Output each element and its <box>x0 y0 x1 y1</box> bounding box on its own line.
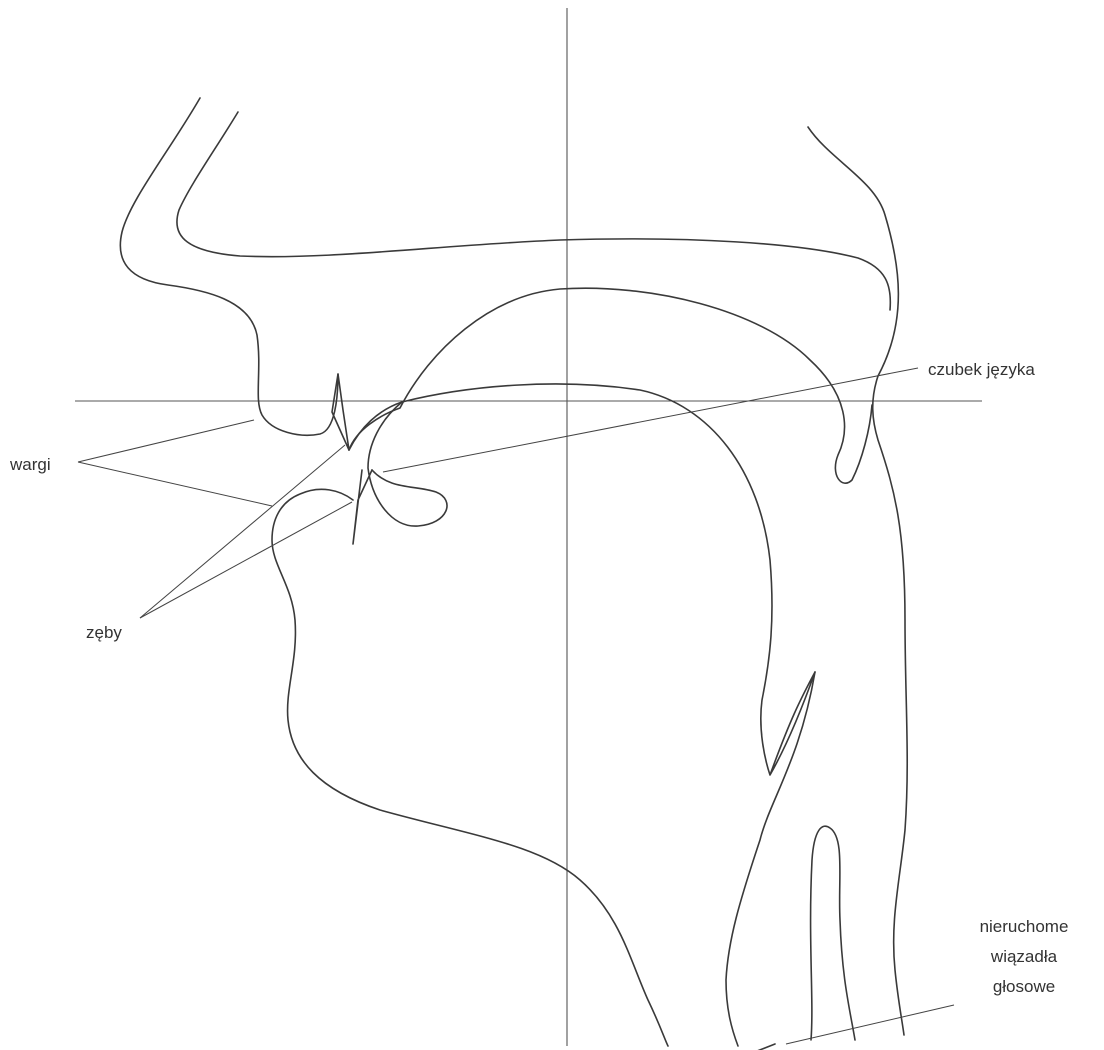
posterior-pharyngeal-wall <box>808 127 907 1035</box>
lips-leader-lower <box>78 462 272 506</box>
vocal-fold-mark <box>752 1044 775 1050</box>
nasal-passage-outline <box>177 112 890 310</box>
larynx-front-wall <box>726 672 815 1046</box>
lips-label: wargi <box>9 455 51 474</box>
tongue-tip-label: czubek języka <box>928 360 1035 379</box>
lower-teeth <box>353 470 372 544</box>
teeth-leader-lower <box>140 502 352 618</box>
lower-lip-chin-outline <box>272 489 668 1046</box>
teeth-label: zęby <box>86 623 122 642</box>
teeth-leader-upper <box>140 445 345 618</box>
vocal-folds-label-line1: nieruchome <box>980 917 1069 936</box>
nose-upper-lip-outline <box>120 98 338 435</box>
vocal-folds-label-line3: głosowe <box>993 977 1055 996</box>
arytenoid-outline <box>811 826 855 1040</box>
lips-leader-upper <box>78 420 254 462</box>
tongue-tip-loop <box>368 402 447 526</box>
tongue-surface <box>349 384 815 775</box>
vocal-folds-label-line2: wiązadła <box>990 947 1058 966</box>
